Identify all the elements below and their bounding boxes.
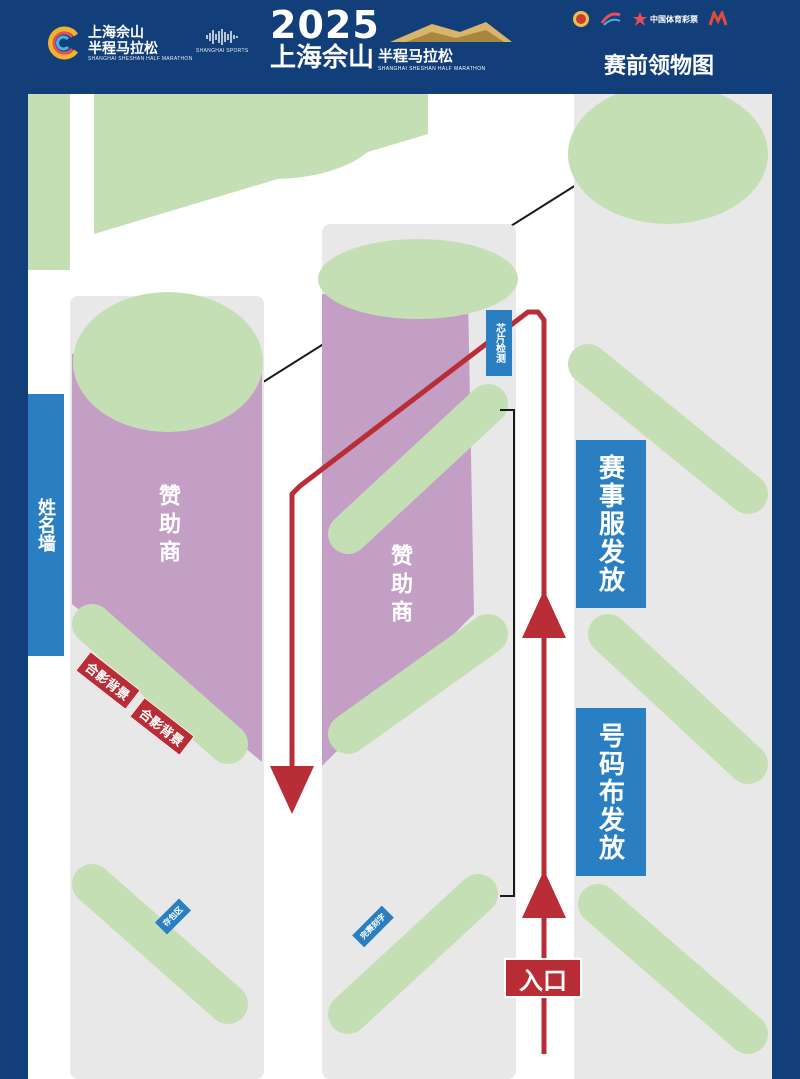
m-logo-icon [708, 11, 728, 26]
tree-right [568, 94, 768, 224]
tree-left [73, 292, 263, 432]
event-year: 2025 [270, 3, 380, 47]
route-arrow-up-icon [522, 870, 566, 918]
map-canvas [28, 94, 772, 1079]
entrance-label: 入口 [504, 958, 582, 998]
grass-band [568, 344, 768, 514]
sports-logo-text: SHANGHAI SPORTS [196, 48, 249, 54]
sound-wave-icon [206, 29, 238, 45]
sponsor-left-label: 赞助商 [156, 484, 181, 568]
grass-band [328, 384, 508, 554]
logo-subtitle: SHANGHAI SHESHAN HALF MARATHON [88, 56, 193, 62]
shanghai-sports-logo: SHANGHAI SPORTS [196, 28, 248, 54]
route-arrow-up-icon [522, 590, 566, 638]
sponsor-area-left [72, 354, 262, 762]
sheshan-marathon-logo: 上海佘山 半程马拉松 SHANGHAI SHESHAN HALF MARATHO… [46, 24, 192, 62]
grass-strip [28, 94, 70, 270]
chip-check-label: 芯片检测 [486, 310, 512, 376]
roof-logo-icon [389, 22, 512, 42]
grass-band [72, 604, 248, 764]
sponsor-logos: 中国体育彩票 [572, 10, 728, 28]
route-line [289, 309, 547, 1054]
grass-band [72, 864, 248, 1024]
marathon-logo-icon [48, 26, 79, 60]
logo-title-line2: 半程马拉松 [88, 40, 158, 56]
event-title-main: 上海佘山 [270, 42, 375, 72]
top-tree [163, 94, 383, 179]
logo-title-line1: 上海佘山 [88, 24, 144, 40]
pickup-map: 姓名墙 赞助商 赞助商 芯片检测 赛事服发放 号码布发放 合影背景 合影背景 存… [28, 94, 772, 1079]
sponsor-center-label: 赞助商 [388, 544, 413, 628]
header: 上海佘山 半程马拉松 SHANGHAI SHESHAN HALF MARATHO… [0, 0, 800, 90]
emblem-icon [573, 11, 589, 27]
runner-swoosh-icon [600, 12, 621, 26]
lottery-sponsor-text: 中国体育彩票 [650, 14, 698, 24]
grass-band [588, 614, 768, 784]
race-shirt-pickup-label: 赛事服发放 [576, 440, 646, 608]
event-title-side: 半程马拉松 [378, 48, 454, 65]
grass-band [578, 884, 768, 1054]
queue-fence [500, 409, 515, 897]
lottery-star-icon [633, 12, 647, 26]
grass-band [328, 614, 508, 754]
name-wall-label: 姓名墙 [28, 394, 64, 656]
page-heading: 赛前领物图 [604, 53, 715, 78]
bib-pickup-label: 号码布发放 [576, 708, 646, 876]
event-title-en: SHANGHAI SHESHAN HALF MARATHON [378, 66, 486, 72]
grass-band [328, 874, 498, 1034]
event-title: 2025 上海佘山 半程马拉松 SHANGHAI SHESHAN HALF MA… [270, 6, 530, 72]
exit-arrow-icon [270, 766, 314, 814]
tree-center [318, 239, 518, 319]
